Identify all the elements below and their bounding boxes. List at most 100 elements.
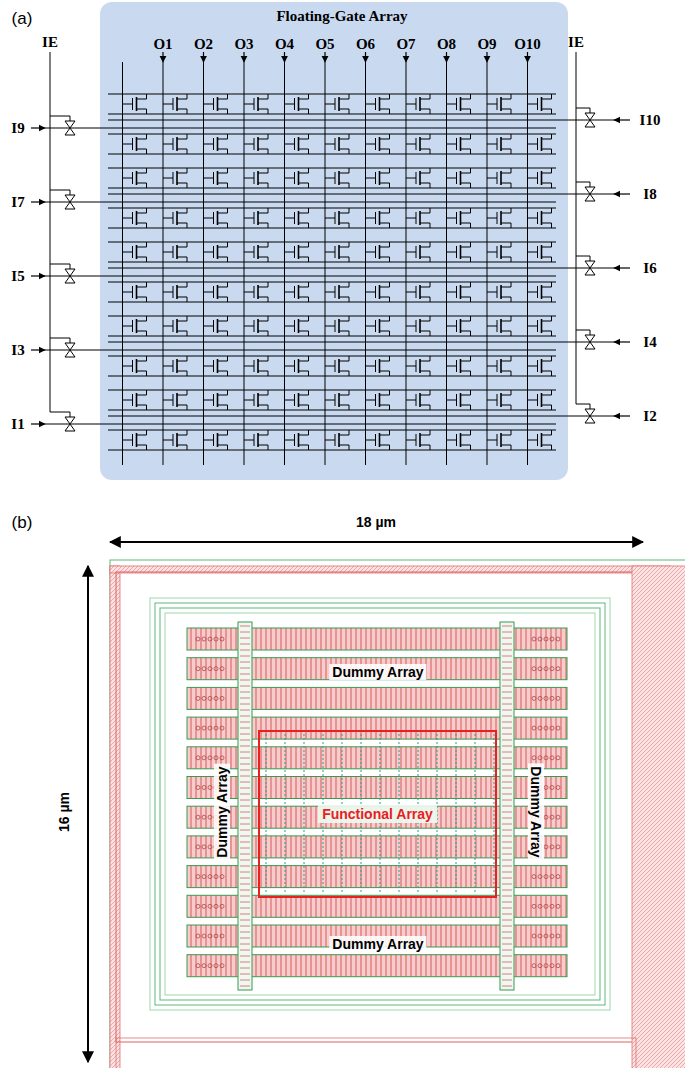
input-wire bbox=[556, 120, 614, 121]
transistor-gate bbox=[123, 172, 133, 184]
transistor-gate bbox=[204, 246, 214, 258]
strip-tick bbox=[502, 680, 512, 681]
strip-tick bbox=[240, 686, 250, 687]
strip-tick bbox=[240, 860, 250, 861]
transistor-terminal bbox=[461, 242, 471, 262]
contact bbox=[214, 934, 218, 938]
transistor-gate bbox=[487, 212, 497, 224]
transistor-gate bbox=[366, 246, 376, 258]
strip-tick bbox=[502, 698, 512, 699]
transistor-gate bbox=[325, 246, 335, 258]
strip-tick bbox=[502, 716, 512, 717]
contact bbox=[538, 934, 542, 938]
contact bbox=[220, 667, 224, 671]
switch-symbol bbox=[65, 417, 75, 431]
strip-tick bbox=[240, 710, 250, 711]
contact bbox=[550, 696, 554, 700]
transistor-terminal bbox=[339, 134, 349, 154]
red-frame bbox=[116, 1038, 636, 1068]
contact bbox=[208, 756, 212, 760]
contact bbox=[220, 875, 224, 879]
contact bbox=[550, 726, 554, 730]
transistor-terminal bbox=[420, 316, 430, 336]
transistor-gate bbox=[487, 394, 497, 406]
transistor-terminal bbox=[420, 356, 430, 376]
input-arrow bbox=[31, 423, 45, 424]
strip-tick bbox=[240, 842, 250, 843]
switch-symbol bbox=[65, 343, 75, 357]
transistor-terminal bbox=[380, 390, 390, 410]
input-wire bbox=[556, 268, 614, 269]
contact bbox=[196, 696, 200, 700]
contact bbox=[202, 726, 206, 730]
poly-strip bbox=[500, 622, 514, 990]
transistor-terminal bbox=[218, 134, 228, 154]
transistor-gate bbox=[285, 320, 295, 332]
transistor-gate bbox=[204, 434, 214, 446]
transistor-terminal bbox=[420, 430, 430, 450]
transistor-terminal bbox=[299, 356, 309, 376]
strip-tick bbox=[240, 680, 250, 681]
strip-tick bbox=[502, 980, 512, 981]
strip-tick bbox=[502, 950, 512, 951]
output-name: O1 bbox=[153, 37, 172, 52]
transistor-gate bbox=[406, 246, 416, 258]
contact bbox=[532, 667, 536, 671]
input-name: I7 bbox=[11, 195, 24, 210]
node-label: Floating-Gate Array bbox=[100, 2, 584, 25]
row-line bbox=[108, 336, 556, 337]
transistor-terminal bbox=[461, 356, 471, 376]
transistor-terminal bbox=[299, 390, 309, 410]
transistor-terminal bbox=[542, 208, 552, 228]
contact bbox=[556, 815, 560, 819]
transistor-terminal bbox=[501, 282, 511, 302]
transistor-gate bbox=[285, 172, 295, 184]
switch-symbol bbox=[65, 269, 75, 283]
column-line bbox=[365, 62, 366, 465]
transistor-terminal bbox=[380, 356, 390, 376]
transistor-terminal bbox=[461, 430, 471, 450]
transistor-gate bbox=[123, 212, 133, 224]
contact bbox=[532, 696, 536, 700]
strip-tick bbox=[240, 734, 250, 735]
transistor-gate bbox=[204, 394, 214, 406]
transistor-gate bbox=[447, 434, 457, 446]
transistor-gate bbox=[528, 138, 538, 150]
contact bbox=[202, 786, 206, 790]
transistor-terminal bbox=[218, 356, 228, 376]
strip-tick bbox=[240, 902, 250, 903]
strip-tick bbox=[240, 752, 250, 753]
strip-tick bbox=[240, 728, 250, 729]
row-line bbox=[108, 188, 556, 189]
contact bbox=[544, 875, 548, 879]
transistor-terminal bbox=[218, 208, 228, 228]
row-line bbox=[108, 390, 556, 391]
contact bbox=[214, 696, 218, 700]
contact bbox=[544, 756, 548, 760]
transistor-gate bbox=[285, 286, 295, 298]
strip-tick bbox=[502, 878, 512, 879]
strip-tick bbox=[240, 878, 250, 879]
enable-stub bbox=[50, 190, 70, 195]
array-panel bbox=[100, 2, 568, 480]
strip-tick bbox=[240, 794, 250, 795]
column-line bbox=[203, 62, 204, 465]
contact bbox=[556, 667, 560, 671]
contact bbox=[220, 756, 224, 760]
contact bbox=[544, 815, 548, 819]
transistor-gate bbox=[528, 98, 538, 110]
output-name: O7 bbox=[396, 37, 415, 52]
cell-column bbox=[285, 734, 286, 894]
contact bbox=[208, 726, 212, 730]
contact bbox=[202, 696, 206, 700]
transistor-terminal bbox=[258, 356, 268, 376]
row-line bbox=[108, 356, 556, 357]
poly-strip bbox=[238, 622, 252, 990]
transistor-terminal bbox=[299, 134, 309, 154]
transistor-terminal bbox=[218, 282, 228, 302]
strip-tick bbox=[502, 812, 512, 813]
transistor-gate bbox=[123, 360, 133, 372]
contact bbox=[538, 904, 542, 908]
transistor-gate bbox=[325, 98, 335, 110]
